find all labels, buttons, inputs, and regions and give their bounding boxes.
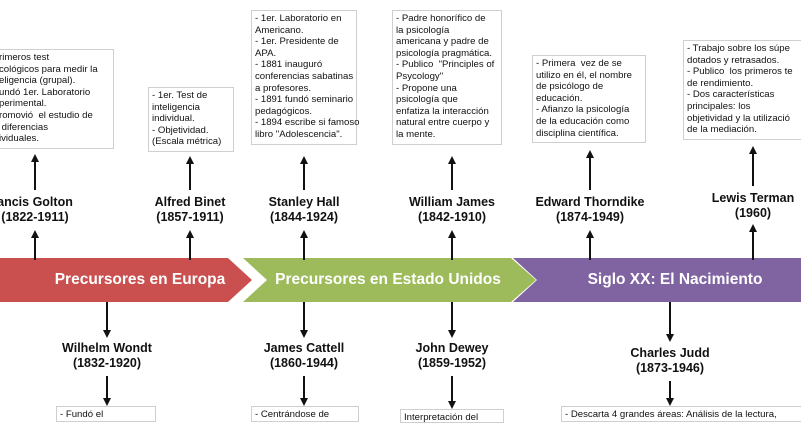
person-dewey-name: John Dewey xyxy=(415,341,489,355)
note-hall: - 1er. Laboratorio en Americano. - 1er. … xyxy=(251,10,360,145)
person-james: William James (1842-1910) xyxy=(387,195,517,225)
person-dewey-years: (1859-1952) xyxy=(417,356,487,370)
person-hall: Stanley Hall (1844-1924) xyxy=(244,195,364,225)
person-judd: Charles Judd (1873-1946) xyxy=(610,346,730,376)
note-dewey: Interpretación del xyxy=(400,409,504,423)
person-binet: Alfred Binet (1857-1911) xyxy=(130,195,250,225)
band-label-europe: Precursores en Europa xyxy=(54,271,226,288)
person-golton-name: ancis Golton xyxy=(0,195,73,209)
person-judd-years: (1873-1946) xyxy=(635,361,705,375)
band-europe xyxy=(0,258,252,302)
note-thorndike: - Primera vez de se utilizo en él, el no… xyxy=(532,55,646,144)
person-cattell-name: James Cattell xyxy=(263,341,345,355)
person-cattell: James Cattell (1860-1944) xyxy=(244,341,364,371)
person-wondt-years: (1832-1920) xyxy=(72,356,142,370)
person-binet-name: Alfred Binet xyxy=(154,195,226,209)
person-thorndike-years: (1874-1949) xyxy=(555,210,625,224)
person-judd-name: Charles Judd xyxy=(630,346,710,360)
person-binet-years: (1857-1911) xyxy=(156,210,224,224)
person-james-name: William James xyxy=(408,195,496,209)
timeline-band xyxy=(0,258,801,302)
person-thorndike: Edward Thorndike (1874-1949) xyxy=(520,195,660,225)
band-siglo xyxy=(513,258,801,302)
person-hall-years: (1844-1924) xyxy=(269,210,339,224)
band-label-siglo: Siglo XX: El Nacimiento xyxy=(587,271,763,288)
person-terman-years: (1960) xyxy=(734,206,772,220)
note-james: - Padre honorífico de la psicología amer… xyxy=(392,10,502,145)
person-golton: ancis Golton (1822-1911) xyxy=(0,195,100,225)
person-hall-name: Stanley Hall xyxy=(268,195,340,209)
person-wondt: Wilhelm Wondt (1832-1920) xyxy=(47,341,167,371)
person-golton-years: (1822-1911) xyxy=(1,210,69,224)
note-golton: rimeros test cológicos para medir la eli… xyxy=(0,49,114,149)
person-cattell-years: (1860-1944) xyxy=(269,356,339,370)
person-thorndike-name: Edward Thorndike xyxy=(535,195,645,209)
note-terman: - Trabajo sobre los súpe dotados y retra… xyxy=(683,40,801,140)
person-wondt-name: Wilhelm Wondt xyxy=(62,341,152,355)
note-binet: - 1er. Test de inteligencia individual. … xyxy=(148,87,234,152)
person-james-years: (1842-1910) xyxy=(417,210,487,224)
person-dewey: John Dewey (1859-1952) xyxy=(392,341,512,371)
person-terman: Lewis Terman (1960) xyxy=(693,191,801,221)
band-label-usa: Precursores en Estado Unidos xyxy=(275,271,501,288)
band-usa xyxy=(243,258,536,302)
person-terman-name: Lewis Terman xyxy=(711,191,795,205)
